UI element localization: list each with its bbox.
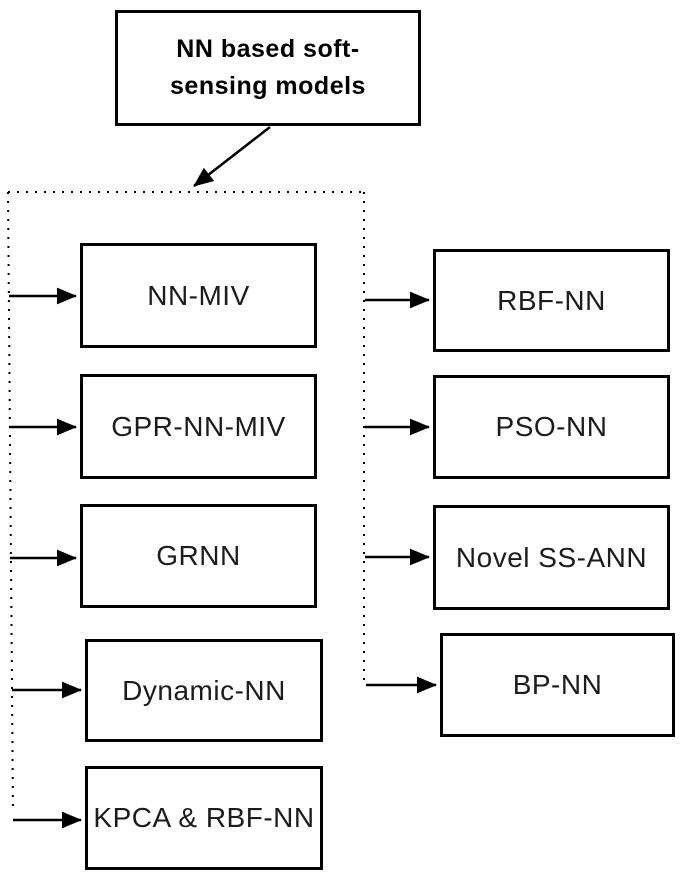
node-label: PSO-NN (495, 411, 608, 442)
node-dynamic-nn: Dynamic-NN (85, 639, 323, 742)
dotted-border-left (7, 191, 14, 813)
node-nn-miv: NN-MIV (80, 243, 317, 348)
node-bp-nn: BP-NN (440, 633, 675, 737)
node-label: Novel SS-ANN (455, 541, 648, 573)
node-root-label-line2: sensing models (170, 72, 366, 100)
arrow-root-to-group (193, 126, 271, 187)
node-label: BP-NN (512, 669, 603, 700)
node-label: RBF-NN (497, 284, 606, 316)
node-pso-nn: PSO-NN (433, 375, 670, 479)
node-kpca-rbf-nn: KPCA & RBF-NN (85, 766, 323, 870)
node-grnn: GRNN (80, 504, 317, 608)
node-root-label-line1: NN based soft- (176, 35, 360, 63)
node-label: Dynamic-NN (122, 674, 286, 706)
node-rbf-nn: RBF-NN (433, 249, 670, 352)
node-label: NN-MIV (147, 279, 250, 311)
node-label: KPCA & RBF-NN (93, 802, 315, 833)
node-root: NN based soft- sensing models (115, 10, 421, 126)
node-gpr-nn-miv: GPR-NN-MIV (80, 374, 317, 479)
node-label: GRNN (156, 540, 241, 571)
node-novel-ss-ann: Novel SS-ANN (433, 505, 670, 610)
node-label: GPR-NN-MIV (111, 410, 286, 442)
